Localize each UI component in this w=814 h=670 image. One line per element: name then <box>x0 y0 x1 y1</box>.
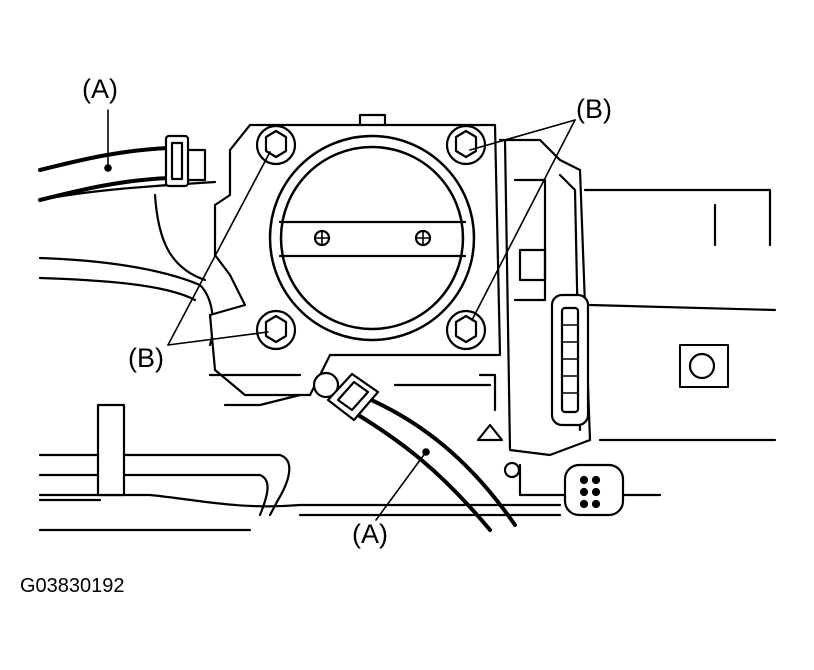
mounting-bolts <box>255 124 487 351</box>
throttle-bore <box>268 134 476 342</box>
connector-icon <box>563 463 625 517</box>
callout-b-upper-right: (B) <box>576 94 612 124</box>
callout-b-lower-left: (B) <box>128 343 164 373</box>
leader-lines <box>104 109 576 521</box>
hose-a-upper <box>38 134 207 202</box>
lower-pipes <box>38 403 662 532</box>
throttle-sensor-housing <box>393 138 592 457</box>
intake-manifold-left <box>38 180 217 347</box>
throttle-plate-screw-icon <box>414 229 432 247</box>
callout-a-lower: (A) <box>352 519 388 549</box>
bolt-icon <box>445 309 487 351</box>
throttle-plate-screw-icon <box>313 229 331 247</box>
bolt-icon <box>255 124 297 166</box>
figure-code: G03830192 <box>20 575 125 597</box>
connector-icon <box>550 293 590 427</box>
bolt-icon <box>255 309 297 351</box>
bolt-icon <box>445 124 487 166</box>
hose-clamp-icon <box>326 372 380 422</box>
intake-duct-right <box>583 188 777 442</box>
hose-a-lower <box>312 371 517 532</box>
callout-a-upper: (A) <box>82 74 118 104</box>
